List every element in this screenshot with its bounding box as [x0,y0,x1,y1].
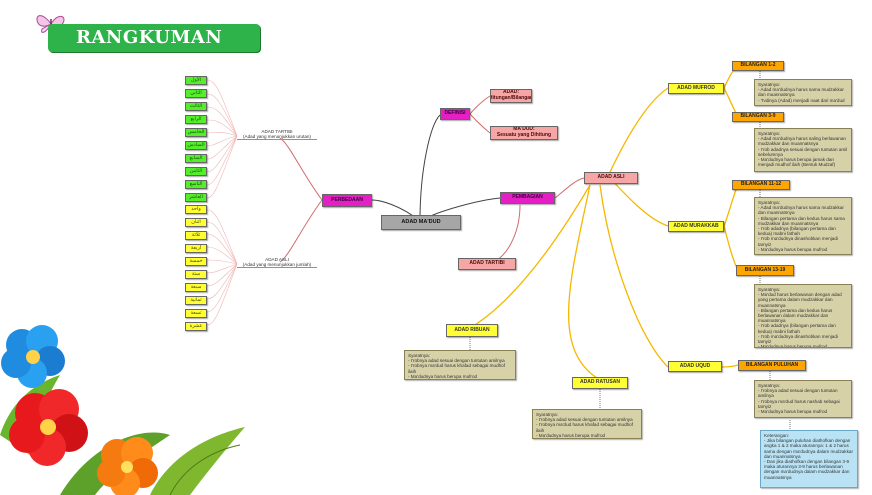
bilangan-1-2-node[interactable]: BILANGAN 1-2 [732,61,784,71]
bilangan-puluhan-note: Syaratnya: - I'robnya adad sesuai dengan… [754,380,852,418]
tartibi-word-node[interactable]: التاسع [185,180,207,189]
red-hibiscus-icon [9,389,88,466]
root-node[interactable]: ADAD MA'DUD [381,215,461,230]
adad-murakkab-node[interactable]: ADAD MURAKKAB [668,221,724,232]
bilangan-puluhan-node[interactable]: BILANGAN PULUHAN [738,360,806,371]
asli-word-node[interactable]: ستة [185,270,207,279]
bilangan-1-2-note: Syaratnya: - Adad ma'dudnya harus sama m… [754,79,852,106]
hibiscus-flowers [0,325,245,495]
butterfly-logo [34,9,68,39]
perbedaan-tartibi-label: ADAD TARTIBI (Adad yang menunjukkan urut… [237,129,317,141]
tartibi-word-node[interactable]: الثالث [185,102,207,111]
perbedaan-node[interactable]: PERBEDAAN [322,194,372,207]
tartibi-word-node[interactable]: الرابع [185,115,207,124]
asli-word-node[interactable]: سبعة [185,283,207,292]
adad-ribuan-node[interactable]: ADAD RIBUAN [446,324,498,337]
bilangan-11-12-node[interactable]: BILANGAN 11-12 [732,180,790,190]
bilangan-3-9-note: Syaratnya: - Adad ma'dudnya harus saling… [754,128,852,172]
tartibi-word-node[interactable]: الأول [185,76,207,85]
asli-word-node[interactable]: ثمانية [185,296,207,305]
orange-hibiscus-icon [97,437,158,495]
pembagian-node[interactable]: PEMBAGIAN [500,192,555,204]
adad-tartibi-node[interactable]: ADAD TARTIBI [458,258,516,270]
definisi-madud-node[interactable]: MA'DUD: Sesuatu yang Dihitung [490,126,558,140]
tartibi-word-node[interactable]: السادس [185,141,207,150]
tartibi-word-node[interactable]: الخامس [185,128,207,137]
keterangan-note: Keterangan: - Jika bilangan puluhan diat… [760,430,858,488]
ribuan-note: Syaratnya: - I'robnya adad sesuai dengan… [404,350,516,380]
adad-ratusan-node[interactable]: ADAD RATUSAN [572,377,628,389]
asli-word-node[interactable]: عشرة [185,322,207,331]
page-title-banner: RANGKUMAN [48,24,260,52]
blue-hibiscus-icon [1,325,65,388]
bilangan-13-19-node[interactable]: BILANGAN 13-19 [736,265,794,276]
asli-word-node[interactable]: خمسة [185,257,207,266]
asli-word-node[interactable]: اثنان [185,218,207,227]
adad-mufrod-node[interactable]: ADAD MUFROD [668,83,724,94]
definisi-adad-node[interactable]: ADAD: Hitungan/Bilangan [490,89,532,103]
bilangan-13-19-note: Syaratnya: - Ma'dud harus berlawanan den… [754,284,852,348]
definisi-node[interactable]: DEFINISI [440,108,470,120]
adad-uqud-node[interactable]: ADAD UQUD [668,361,722,372]
asli-word-node[interactable]: تسعة [185,309,207,318]
tartibi-word-node[interactable]: العاشر [185,193,207,202]
asli-word-node[interactable]: أربعة [185,244,207,253]
tartibi-word-node[interactable]: الثامن [185,167,207,176]
perbedaan-asli-label: ADAD ASLI (Adad yang menunjukkan jumlah) [237,257,317,269]
bilangan-11-12-note: Syaratnya: - Adad ma'dudnya harus sama m… [754,197,852,255]
asli-word-node[interactable]: واحد [185,205,207,214]
page-title: RANGKUMAN [76,27,223,48]
adad-asli-node[interactable]: ADAD ASLI [584,172,638,184]
bilangan-3-9-node[interactable]: BILANGAN 3-9 [732,112,784,122]
ratusan-note: Syaratnya: - I'robnya adad sesuai dengan… [532,409,642,439]
tartibi-word-node[interactable]: السابع [185,154,207,163]
tartibi-word-node[interactable]: الثاني [185,89,207,98]
asli-word-node[interactable]: ثلاثة [185,231,207,240]
